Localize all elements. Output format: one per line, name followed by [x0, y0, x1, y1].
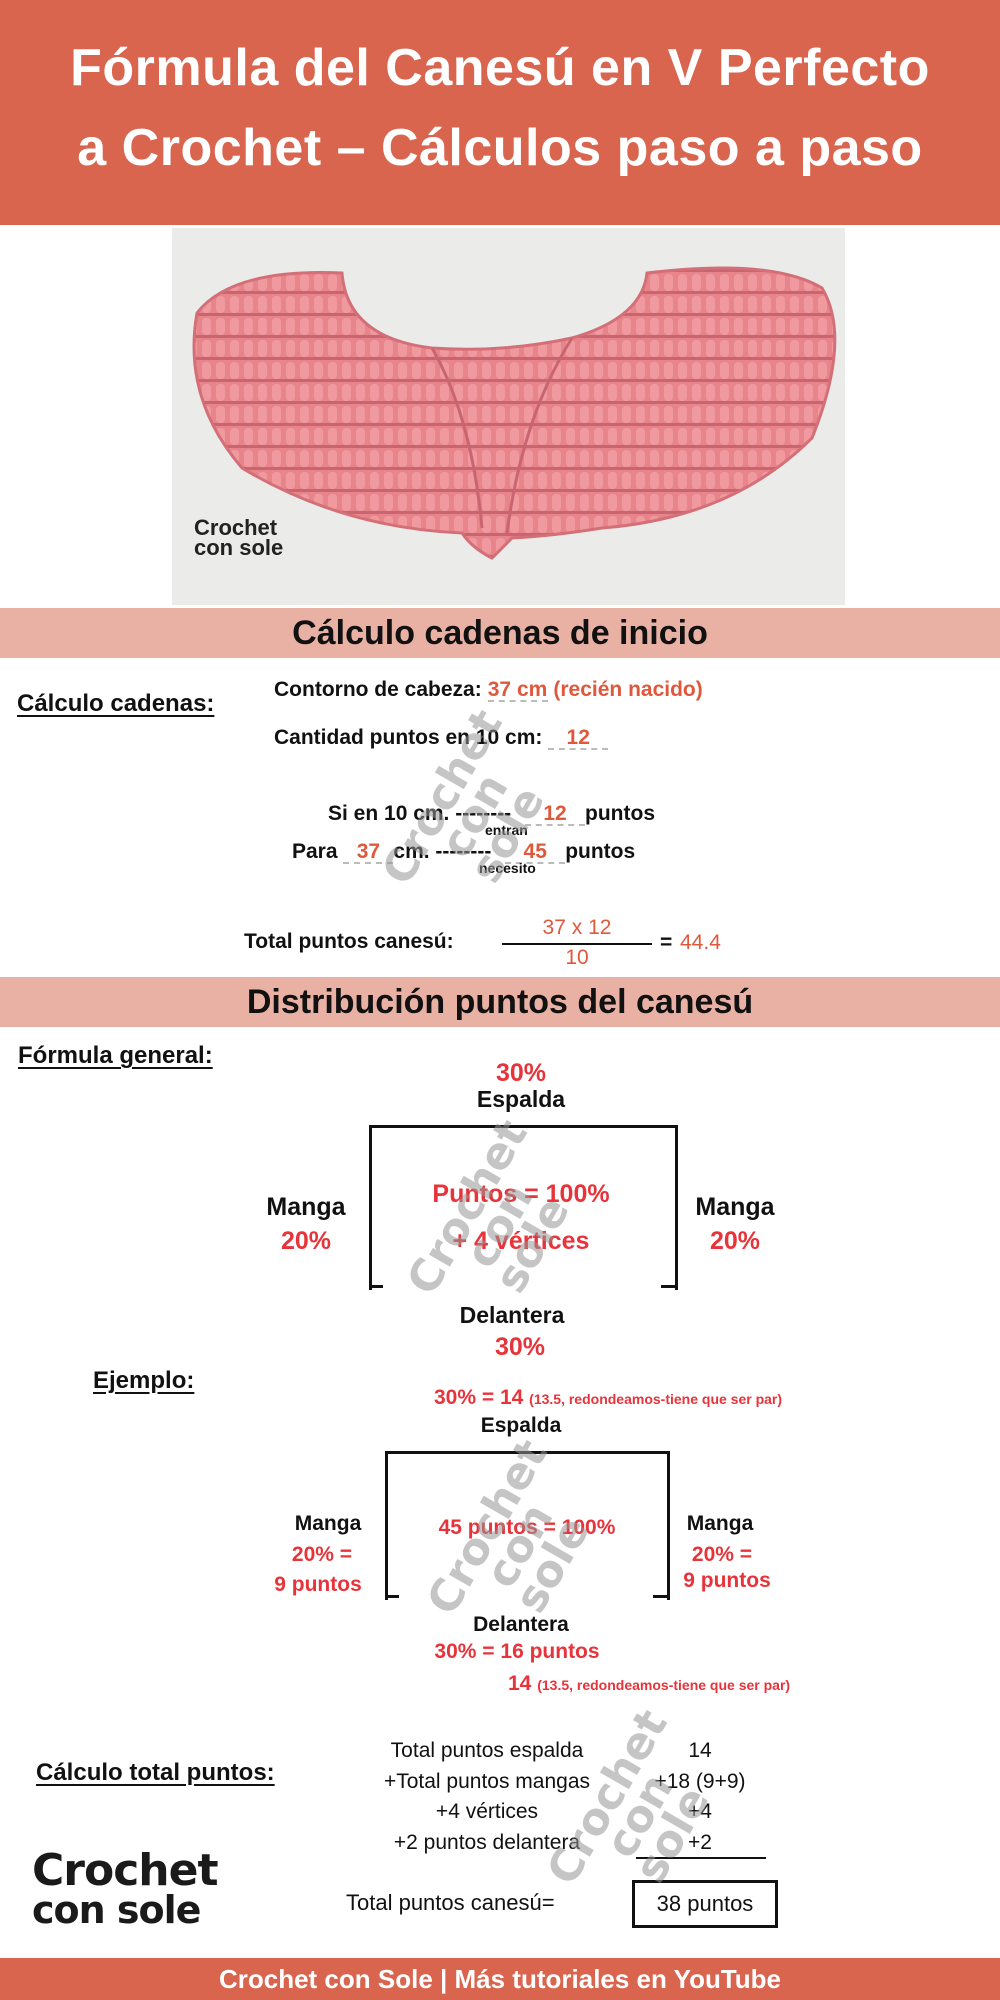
- totals-row-value: +4: [688, 1800, 712, 1823]
- totals-row-label: +2 puntos delantera: [393, 1831, 581, 1854]
- section-title-cadenas: Cálculo cadenas de inicio: [0, 608, 1000, 658]
- example-bottom-fix-row: 14 (13.5, redondeamos-tiene que ser par): [508, 1672, 790, 1696]
- total-canesu-final-value: 38 puntos: [632, 1880, 778, 1928]
- general-bracket-foot-right: [661, 1285, 675, 1288]
- logo-line1: Crochet: [32, 1845, 218, 1896]
- general-right-pct: 20%: [709, 1227, 761, 1255]
- general-bracket: [369, 1125, 678, 1290]
- example-bottom-name: Delantera: [473, 1613, 569, 1636]
- footer-banner: Crochet con Sole | Más tutoriales en You…: [0, 1958, 1000, 2000]
- fraction-numerator: 37 x 12: [542, 916, 612, 939]
- general-bottom-pct: 30%: [494, 1333, 546, 1361]
- fraction-denominator: 10: [565, 946, 589, 969]
- example-top-row: 30% = 14 (13.5, redondeamos-tiene que se…: [434, 1386, 782, 1410]
- example-left-name: Manga: [294, 1512, 362, 1535]
- rule2-text: cm. --------: [393, 840, 492, 863]
- photo-logo-line2: con sole: [194, 534, 284, 560]
- example-center: 45 puntos = 100%: [438, 1516, 616, 1539]
- page-title-line1: Fórmula del Canesú en V Perfecto: [70, 39, 930, 97]
- cantidad-row: Cantidad puntos en 10 cm: 12: [274, 726, 609, 750]
- example-bracket-foot-left: [385, 1595, 399, 1598]
- equals-sign: =: [660, 931, 673, 954]
- rule1-value: 12: [525, 803, 586, 826]
- cantidad-value: 12: [548, 727, 609, 750]
- example-right-line1: 20% =: [691, 1543, 753, 1566]
- rule2-para: Para: [292, 840, 338, 863]
- rule2-cm-value: 37: [343, 841, 394, 864]
- example-bottom-fix: 14: [508, 1672, 532, 1695]
- crochet-con-sole-logo: Crochet con sole: [32, 1845, 218, 1932]
- totals-row-value: +18 (9+9): [654, 1770, 746, 1793]
- rule2-unit: puntos: [565, 840, 636, 863]
- photo-logo-line1: Crochet: [194, 515, 278, 540]
- general-left-pct: 20%: [280, 1227, 332, 1255]
- totals-row-label: Total puntos espalda: [390, 1739, 584, 1762]
- formula-general-label: Fórmula general:: [18, 1042, 213, 1069]
- totals-row-value: 14: [688, 1739, 712, 1762]
- fraction-bar: [502, 943, 652, 945]
- rule2-sub: necesito: [479, 860, 536, 876]
- general-top-pct: 30%: [495, 1059, 547, 1087]
- general-bracket-foot-left: [369, 1285, 383, 1288]
- example-bracket-foot-right: [653, 1595, 667, 1598]
- sum-underline: [636, 1857, 766, 1859]
- header-banner: [0, 0, 1000, 225]
- section-title-distribucion: Distribución puntos del canesú: [0, 977, 1000, 1027]
- totals-row-value: +2: [688, 1831, 712, 1854]
- total-canesu-label: Total puntos canesú:: [244, 930, 454, 953]
- example-top-value: 30% = 14: [434, 1386, 524, 1409]
- calculo-cadenas-label: Cálculo cadenas:: [17, 690, 215, 717]
- example-bottom-note: (13.5, redondeamos-tiene que ser par): [537, 1677, 791, 1693]
- photo-logo: Crochet con sole: [194, 515, 284, 560]
- total-result: 44.4: [680, 931, 721, 954]
- example-left-line1: 20% =: [291, 1543, 353, 1566]
- general-left-name: Manga: [266, 1193, 346, 1221]
- general-top-name: Espalda: [476, 1086, 566, 1112]
- totals-row-label: +4 vértices: [435, 1800, 539, 1823]
- cantidad-label: Cantidad puntos en 10 cm:: [274, 726, 543, 749]
- rule1-unit: puntos: [585, 802, 656, 825]
- contorno-row: Contorno de cabeza: 37 cm (recién nacido…: [274, 678, 703, 702]
- rule1-text: Si en 10 cm. --------: [328, 802, 512, 825]
- example-left-line2: 9 puntos: [274, 1573, 362, 1596]
- example-top-name: Espalda: [480, 1414, 562, 1437]
- rule1-sub: entran: [485, 822, 528, 838]
- contorno-value: 37 cm: [487, 678, 548, 702]
- general-center-line1: Puntos = 100%: [432, 1180, 610, 1208]
- example-right-line2: 9 puntos: [683, 1569, 771, 1592]
- totals-row-label: +Total puntos mangas: [383, 1770, 591, 1793]
- general-bottom-name: Delantera: [459, 1302, 565, 1328]
- rule2-value: 45: [505, 841, 566, 864]
- page-title-line2: a Crochet – Cálculos paso a paso: [77, 119, 923, 177]
- general-center-line2: + 4 vértices: [452, 1227, 590, 1255]
- yoke-illustration: [192, 266, 837, 560]
- general-right-name: Manga: [695, 1193, 775, 1221]
- example-top-note: (13.5, redondeamos-tiene que ser par): [529, 1391, 783, 1407]
- crochet-yoke-photo: Crochet con sole: [172, 228, 845, 605]
- ejemplo-label: Ejemplo:: [93, 1367, 195, 1394]
- example-bracket: [385, 1451, 670, 1600]
- contorno-note: (recién nacido): [553, 678, 703, 701]
- example-right-name: Manga: [686, 1512, 754, 1535]
- example-bottom-value: 30% = 16 puntos: [434, 1640, 600, 1663]
- logo-line2: con sole: [32, 1887, 201, 1932]
- total-canesu-final-label: Total puntos canesú=: [346, 1890, 555, 1915]
- calculo-total-label: Cálculo total puntos:: [36, 1759, 275, 1786]
- contorno-label: Contorno de cabeza:: [274, 678, 482, 701]
